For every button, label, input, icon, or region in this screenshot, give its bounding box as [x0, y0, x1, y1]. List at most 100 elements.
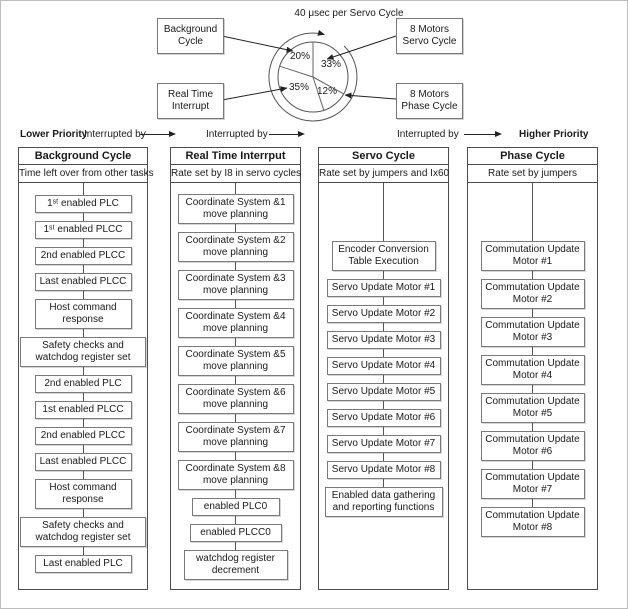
- connector-line: [82, 445, 84, 453]
- column-body: 1ˢᵗ enabled PLC 1ˢᵗ enabled PLCC 2nd enabl…: [19, 183, 147, 573]
- flow-box: enabled PLCC0: [189, 524, 282, 542]
- connector-line: [82, 471, 84, 479]
- column-title: Background Cycle: [19, 148, 147, 165]
- column-subtitle: Rate set by jumpers: [468, 165, 597, 183]
- connector-line: [383, 479, 384, 487]
- flow-box: Safety checks and watchdog register set: [20, 337, 146, 367]
- flow-box: watchdog register decrement: [183, 550, 288, 580]
- column-phase-cycle: Phase Cycle Rate set by jumpers Commutat…: [467, 147, 598, 590]
- column-real-time-interrupt: Real Time Interrput Rate set by I8 in se…: [170, 147, 301, 590]
- connector-line: [235, 300, 236, 308]
- connector-line: [383, 375, 384, 383]
- flow-box: Coordinate System &2 move planning: [177, 232, 294, 262]
- pie-slice-lines: [279, 42, 344, 111]
- connector-line: [383, 271, 384, 279]
- flow-box: Coordinate System &8 move planning: [177, 460, 294, 490]
- flow-box: Coordinate System &6 move planning: [177, 384, 294, 414]
- connector-line: [82, 393, 84, 401]
- pie-slice-label-20: 20%: [289, 51, 310, 62]
- flow-box: Commutation Update Motor #2: [480, 279, 585, 309]
- flow-box: Commutation Update Motor #5: [480, 393, 585, 423]
- flow-box: Commutation Update Motor #1: [480, 241, 585, 271]
- connector-line: [235, 262, 236, 270]
- pie-slice-label-33: 33%: [320, 59, 341, 70]
- connector-line: [82, 419, 84, 427]
- flow-box: Last enabled PLCC: [34, 453, 132, 471]
- flow-box: Commutation Update Motor #8: [480, 507, 585, 537]
- flow-box: Commutation Update Motor #3: [480, 317, 585, 347]
- connector-line: [532, 183, 533, 241]
- connector-line: [532, 499, 533, 507]
- pie-slice-label-12: 12%: [316, 86, 337, 97]
- flow-box: Servo Update Motor #5: [326, 383, 441, 401]
- flow-box: 1ˢᵗ enabled PLCC: [34, 221, 132, 239]
- interrupted-by-label-3: Interrupted by: [397, 129, 459, 140]
- flow-box: Host command response: [34, 479, 132, 509]
- column-title: Real Time Interrput: [171, 148, 300, 165]
- column-servo-cycle: Servo Cycle Rate set by jumpers and Ix60…: [318, 147, 449, 590]
- flow-box: Enabled data gathering and reporting fun…: [324, 487, 443, 517]
- connector-line: [532, 385, 533, 393]
- connector-line: [532, 347, 533, 355]
- connector-line: [82, 367, 84, 375]
- callout-arrow-real-time-interrupt: [221, 86, 288, 101]
- flow-box: Coordinate System &7 move planning: [177, 422, 294, 452]
- column-title: Servo Cycle: [319, 148, 448, 165]
- flow-box: Last enabled PLCC: [34, 273, 132, 291]
- connector-line: [235, 183, 236, 194]
- connector-line: [235, 338, 236, 346]
- pie-title: 40 μsec per Servo Cycle: [294, 8, 404, 19]
- callout-arrow-background-cycle: [221, 35, 294, 53]
- interrupted-by-label-2: Interrupted by: [206, 129, 268, 140]
- connector-line: [383, 183, 384, 241]
- connector-line: [235, 414, 236, 422]
- connector-line: [235, 224, 236, 232]
- flow-box: Servo Update Motor #7: [326, 435, 441, 453]
- callout-arrow-phase-cycle: [344, 92, 397, 100]
- lower-priority-label: Lower Priority: [20, 129, 88, 140]
- connector-line: [532, 271, 533, 279]
- column-subtitle: Time left over from other tasks: [19, 165, 154, 183]
- flow-box: Servo Update Motor #4: [326, 357, 441, 375]
- connector-line: [82, 183, 84, 195]
- callout-box-8-motors-phase-cycle: 8 Motors Phase Cycle: [396, 83, 463, 119]
- flow-box: Host command response: [34, 299, 132, 329]
- flow-box: 2nd enabled PLC: [34, 375, 132, 393]
- column-background-cycle: Background Cycle Time left over from oth…: [18, 147, 154, 590]
- connector-line: [235, 490, 236, 498]
- higher-priority-label: Higher Priority: [519, 129, 589, 140]
- flow-box: Servo Update Motor #2: [326, 305, 441, 323]
- callout-box-8-motors-servo-cycle: 8 Motors Servo Cycle: [396, 18, 463, 54]
- flow-box: enabled PLC0: [191, 498, 280, 516]
- flow-box: Servo Update Motor #6: [326, 409, 441, 427]
- connector-line: [82, 291, 84, 299]
- connector-line: [532, 423, 533, 431]
- connector-line: [383, 401, 384, 409]
- column-title: Phase Cycle: [468, 148, 597, 165]
- connector-line: [82, 265, 84, 273]
- connector-line: [383, 349, 384, 357]
- flow-box: Servo Update Motor #3: [326, 331, 441, 349]
- interrupted-by-label-1: Interrupted by: [84, 129, 146, 140]
- flow-box: 2nd enabled PLCC: [34, 247, 132, 265]
- connector-line: [235, 542, 236, 550]
- connector-line: [532, 309, 533, 317]
- flow-box: Commutation Update Motor #6: [480, 431, 585, 461]
- pie-slice-label-35: 35%: [288, 82, 309, 93]
- flow-box: Commutation Update Motor #4: [480, 355, 585, 385]
- flow-box: Coordinate System &3 move planning: [177, 270, 294, 300]
- column-body: Commutation Update Motor #1 Commutation U…: [468, 183, 597, 537]
- flow-box: 1ˢᵗ enabled PLC: [34, 195, 132, 213]
- flow-arrow-2: [269, 131, 305, 137]
- connector-line: [82, 213, 84, 221]
- connector-line: [82, 509, 84, 517]
- cycle-rotation-arrow: [268, 29, 358, 122]
- flow-box: Coordinate System &5 move planning: [177, 346, 294, 376]
- flow-box: Servo Update Motor #1: [326, 279, 441, 297]
- connector-line: [235, 376, 236, 384]
- flow-box: Last enabled PLC: [34, 555, 132, 573]
- flow-arrow-3: [464, 131, 502, 137]
